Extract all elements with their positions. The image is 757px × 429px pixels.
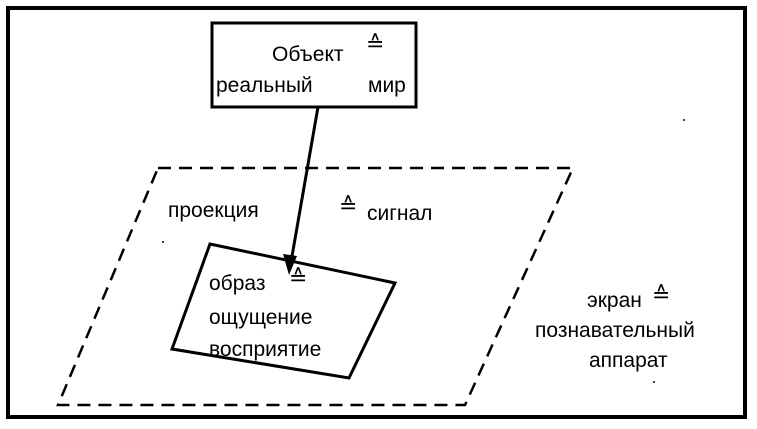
projection-arrowhead <box>283 254 297 275</box>
projection-label: проекция <box>168 199 259 222</box>
image-label: образ <box>209 272 266 295</box>
object-label: Объект <box>272 43 344 66</box>
real-label: реальный <box>216 74 313 97</box>
correspondence-symbol: ≙ <box>339 194 358 219</box>
correspondence-symbol: ≙ <box>366 32 385 57</box>
sensation-label: ощущение <box>209 306 313 329</box>
correspondence-symbol: ≙ <box>652 283 671 308</box>
correspondence-symbol: ≙ <box>289 266 308 291</box>
world-label: мир <box>368 74 406 97</box>
speck <box>653 381 655 383</box>
projection-plane <box>56 166 575 407</box>
apparatus-label: аппарат <box>589 349 668 372</box>
speck <box>683 119 685 121</box>
object-box <box>210 21 418 109</box>
cognitive-label: познавательный <box>535 319 695 342</box>
screen-label: экран <box>587 289 642 312</box>
perception-label: восприятие <box>209 338 322 361</box>
projection-arrow <box>289 106 320 263</box>
signal-label: сигнал <box>367 202 433 225</box>
image-box <box>169 242 398 380</box>
speck <box>162 241 164 243</box>
